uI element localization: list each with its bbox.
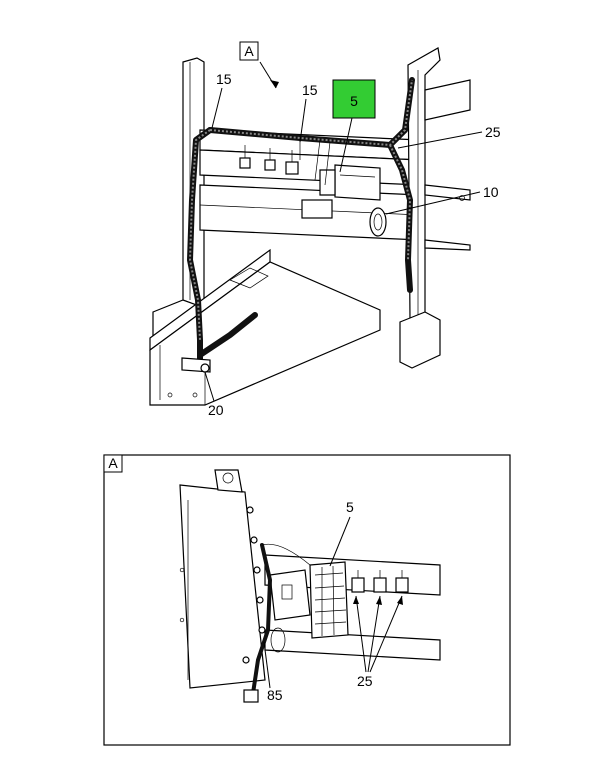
beam-connectors [239, 145, 299, 175]
wire-harness [187, 77, 415, 368]
detail-callout-25: 25 [353, 595, 403, 689]
callout-10: 10 [385, 184, 499, 215]
detail-module-box [269, 561, 349, 639]
detail-callout-5: 5 [329, 499, 354, 567]
callout-10-label: 10 [483, 184, 499, 200]
detail-bolts [242, 506, 266, 664]
detail-callout-85-label: 85 [267, 687, 283, 703]
detail-harness [243, 543, 311, 703]
mounting-bracket [319, 164, 381, 201]
right-upright-post [399, 47, 471, 369]
detail-connectors [351, 570, 409, 593]
detail-callout-25-label: 25 [357, 673, 373, 689]
main-view: A 5 15 15 25 10 [149, 41, 501, 418]
callout-5-label: 5 [350, 93, 358, 109]
callout-15-right-label: 15 [302, 82, 318, 98]
callout-20: 20 [204, 371, 224, 418]
callout-15-left: 15 [211, 71, 232, 129]
detail-view-a: A [103, 454, 511, 746]
detail-callout-85: 85 [263, 641, 283, 703]
callout-20-label: 20 [208, 402, 224, 418]
harness-clip [369, 207, 387, 237]
view-flag-letter: A [244, 43, 254, 59]
callout-15-right: 15 [299, 82, 318, 143]
view-flag-a: A [239, 41, 279, 89]
callout-15-left-label: 15 [216, 71, 232, 87]
callout-5-highlight: 5 [332, 79, 376, 173]
callout-25-main-label: 25 [485, 124, 501, 140]
detail-view-title: A [108, 455, 118, 471]
detail-panel [179, 469, 266, 689]
detail-callout-5-label: 5 [346, 499, 354, 515]
ground-strap [181, 357, 211, 373]
callout-25-main: 25 [397, 124, 501, 149]
